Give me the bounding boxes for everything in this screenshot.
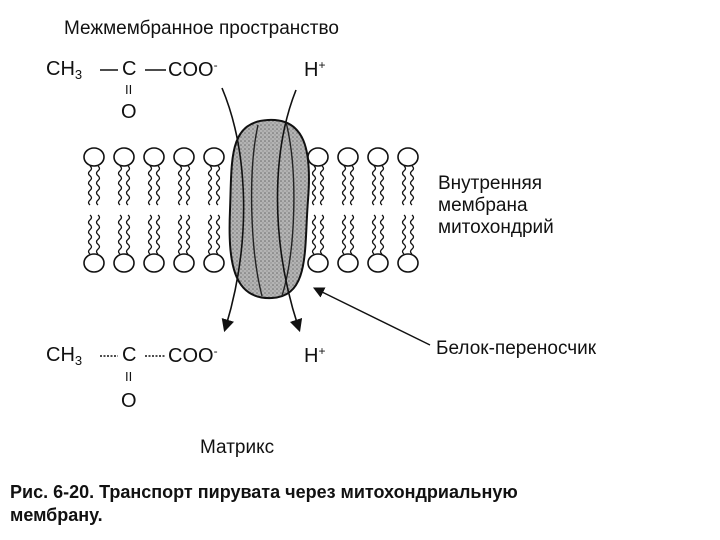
lipid-tail bbox=[341, 214, 347, 255]
pyruvate-transport-arrow bbox=[221, 87, 245, 333]
lipid-head bbox=[203, 253, 225, 273]
lipid-tail bbox=[401, 214, 407, 255]
lipid-tail bbox=[341, 165, 347, 206]
lipid-tail bbox=[215, 165, 221, 206]
lipid-tail bbox=[147, 165, 153, 206]
lipid-tail bbox=[319, 165, 325, 206]
lipid-tail bbox=[177, 165, 183, 206]
carrier-protein-fold bbox=[281, 121, 295, 297]
lipid-tail bbox=[95, 165, 101, 206]
lipid-head bbox=[307, 147, 329, 167]
carrier-protein-fold bbox=[250, 124, 263, 297]
lipid-tail bbox=[95, 214, 101, 255]
lipid-head bbox=[367, 147, 389, 167]
bottom-proton: H+ bbox=[304, 344, 325, 368]
lipid-tail bbox=[379, 165, 385, 206]
bottom-coo: COO bbox=[168, 345, 214, 367]
bottom-ch: CH bbox=[46, 344, 75, 366]
lipid-tail bbox=[311, 214, 317, 255]
lipid-tail bbox=[215, 214, 221, 255]
inner-membrane-label-line: митохондрий bbox=[438, 217, 554, 238]
lipid-tail bbox=[349, 165, 355, 206]
figure-caption-line2: мембрану. bbox=[10, 505, 103, 525]
lipid-tail bbox=[87, 165, 93, 206]
bottom-ch-subscript: 3 bbox=[74, 353, 83, 368]
figure-caption-line1: Рис. 6-20. Транспорт пирувата через мито… bbox=[10, 482, 518, 502]
lipid-head bbox=[203, 147, 225, 167]
lipid-tail bbox=[125, 214, 131, 255]
lipid-tail bbox=[155, 165, 161, 206]
top-ch: CH bbox=[46, 58, 75, 80]
inner-membrane-label-line: Внутренняя bbox=[438, 173, 543, 194]
lipid-tail bbox=[117, 214, 123, 255]
lipid-tail bbox=[125, 165, 131, 206]
lipid-tail bbox=[379, 214, 385, 255]
lipid-head bbox=[113, 147, 135, 167]
bottom-double-bond: II bbox=[125, 369, 133, 384]
proton-transport-arrow bbox=[276, 89, 303, 333]
lipid-tail bbox=[155, 214, 161, 255]
top-carbonyl-carbon: C bbox=[122, 58, 137, 80]
bottom-oxygen: O bbox=[121, 390, 137, 412]
lipid-tail bbox=[319, 214, 325, 255]
lipid-tail bbox=[185, 214, 191, 255]
bottom-carbonyl-carbon: C bbox=[122, 344, 137, 366]
intermembrane-space-label: Межмембранное пространство bbox=[64, 18, 339, 39]
lipid-tail bbox=[207, 165, 213, 206]
lipid-head bbox=[173, 147, 195, 167]
bottom-h: H bbox=[304, 345, 319, 367]
lipid-tail bbox=[409, 214, 415, 255]
lipid-tail bbox=[117, 165, 123, 206]
lipid-tail bbox=[177, 214, 183, 255]
lipid-tail bbox=[185, 165, 191, 206]
inner-membrane-label: Внутренняя мембрана митохондрий bbox=[438, 173, 554, 239]
lipid-head bbox=[83, 147, 105, 167]
lipid-head bbox=[83, 253, 105, 273]
top-ch3-group: CH3 bbox=[46, 58, 82, 82]
lipid-head bbox=[113, 253, 135, 273]
lipid-tail bbox=[401, 165, 407, 206]
lipid-tail bbox=[311, 165, 317, 206]
lipid-head bbox=[397, 253, 419, 273]
lipid-tail bbox=[371, 214, 377, 255]
lipid-head bbox=[367, 253, 389, 273]
carrier-pointer-line bbox=[312, 287, 431, 346]
lipid-tail bbox=[409, 165, 415, 206]
lipid-head bbox=[173, 253, 195, 273]
lipid-head bbox=[397, 147, 419, 167]
inner-membrane-label-line: мембрана bbox=[438, 195, 528, 216]
top-carboxylate: COO- bbox=[168, 58, 218, 82]
top-oxygen: O bbox=[121, 101, 137, 123]
bottom-h-charge: + bbox=[318, 344, 326, 358]
carrier-protein-label: Белок-переносчик bbox=[436, 338, 597, 359]
top-double-bond: II bbox=[125, 82, 133, 97]
lipid-tail bbox=[87, 214, 93, 255]
lipid-head bbox=[337, 147, 359, 167]
bottom-carboxylate: COO- bbox=[168, 344, 218, 368]
lipid-head bbox=[143, 253, 165, 273]
lipid-bilayer bbox=[83, 147, 419, 273]
lipid-head bbox=[143, 147, 165, 167]
top-ch-subscript: 3 bbox=[74, 67, 83, 82]
carrier-protein-shape bbox=[228, 118, 310, 300]
top-coo: COO bbox=[168, 59, 214, 81]
top-h-charge: + bbox=[318, 58, 326, 72]
bottom-ch3-group: CH3 bbox=[46, 344, 82, 368]
top-proton: H+ bbox=[304, 58, 325, 82]
lipid-head bbox=[307, 253, 329, 273]
lipid-tail bbox=[371, 165, 377, 206]
lipid-tail bbox=[147, 214, 153, 255]
lipid-tail bbox=[207, 214, 213, 255]
bottom-coo-charge: - bbox=[213, 344, 218, 358]
matrix-label: Матрикс bbox=[200, 437, 275, 458]
lipid-head bbox=[337, 253, 359, 273]
top-h: H bbox=[304, 59, 319, 81]
lipid-tail bbox=[349, 214, 355, 255]
top-coo-charge: - bbox=[213, 58, 218, 72]
